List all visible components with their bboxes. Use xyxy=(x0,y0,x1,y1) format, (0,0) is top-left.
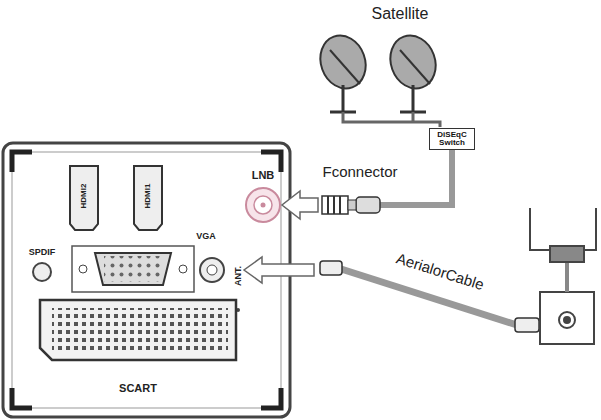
aerial-cable xyxy=(244,257,539,332)
wall-socket-antenna xyxy=(530,208,596,344)
spdif-socket xyxy=(33,263,51,281)
scart-port xyxy=(40,300,236,360)
switch-text: DiSEqC Switch xyxy=(433,131,471,148)
port-label: HDMI1 xyxy=(144,184,153,209)
satellite-dishes xyxy=(313,29,443,127)
tv-back-panel xyxy=(3,143,290,417)
port-label: SPDIF xyxy=(29,248,56,258)
hdmi-ports xyxy=(70,166,162,230)
port-label: SCART xyxy=(119,382,157,394)
port-label: ANT. xyxy=(234,266,244,286)
port-label: HDMI2 xyxy=(80,184,89,209)
title-label: Satellite xyxy=(372,5,429,23)
vga-port xyxy=(72,246,194,292)
lnb-socket xyxy=(246,188,280,222)
connector-label: Fconnector xyxy=(322,164,397,181)
cable-label: AerialorCable xyxy=(394,250,486,293)
port-label: VGA xyxy=(196,232,216,242)
switch-box: DiSEqC Switch xyxy=(429,128,475,151)
satellite-cable xyxy=(282,150,452,219)
port-label: LNB xyxy=(252,169,275,181)
